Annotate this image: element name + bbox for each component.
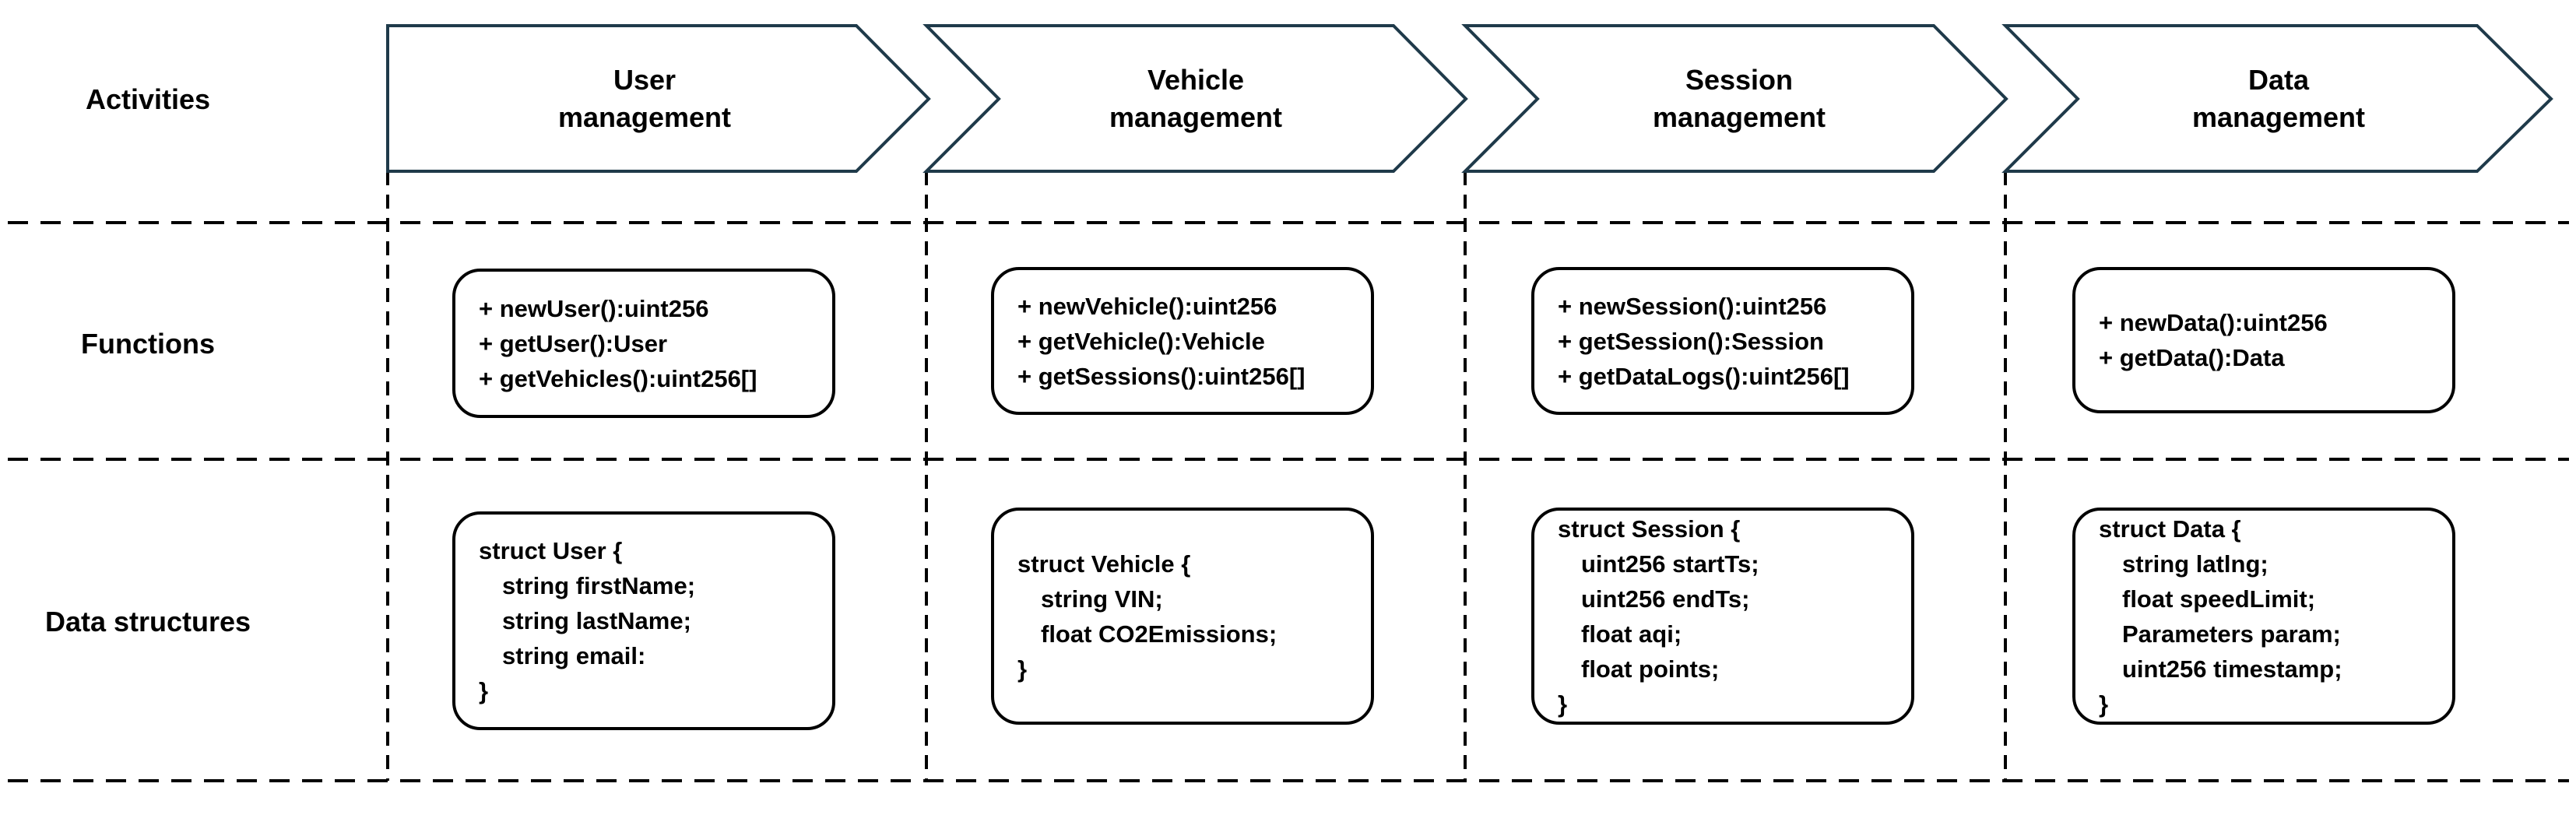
struct-header: struct Data { xyxy=(2099,515,2241,543)
function-line: + newVehicle():uint256 xyxy=(1017,292,1277,320)
row-label-functions: Functions xyxy=(81,328,215,360)
activity-arrow-user xyxy=(386,24,931,173)
struct-close: } xyxy=(2099,690,2109,718)
function-line: + getSession():Session xyxy=(1558,327,1824,355)
struct-field: string firstName; xyxy=(502,572,696,599)
struct-close: } xyxy=(1017,655,1028,683)
activity-session-line1: Session xyxy=(1685,64,1794,96)
struct-box-vehicle: struct Vehicle { string VIN; float CO2Em… xyxy=(991,508,1374,725)
struct-close: } xyxy=(1558,690,1568,718)
activity-user-line2: management xyxy=(557,101,732,133)
struct-field: float points; xyxy=(1581,655,1720,683)
struct-field: string latlng; xyxy=(2122,550,2268,578)
row-label-activities: Activities xyxy=(85,83,211,115)
struct-close: } xyxy=(479,677,489,704)
row-label-data-structures: Data structures xyxy=(44,606,251,638)
function-line: + newSession():uint256 xyxy=(1558,292,1827,320)
activity-user: User management xyxy=(466,61,824,136)
functions-box-session: + newSession():uint256 + getSession():Se… xyxy=(1531,267,1914,415)
struct-field: Parameters param; xyxy=(2122,620,2341,648)
struct-header: struct Session { xyxy=(1558,515,1741,543)
activity-session: Session management xyxy=(1560,61,1918,136)
struct-field: float CO2Emissions; xyxy=(1041,620,1277,648)
struct-field: uint256 timestamp; xyxy=(2122,655,2342,683)
struct-box-data: struct Data { string latlng; float speed… xyxy=(2072,508,2455,725)
functions-box-vehicle: + newVehicle():uint256 + getVehicle():Ve… xyxy=(991,267,1374,415)
function-line: + getSessions():uint256[] xyxy=(1017,362,1306,390)
functions-box-data: + newData():uint256 + getData():Data xyxy=(2072,267,2455,413)
function-line: + getData():Data xyxy=(2099,344,2285,371)
activity-vehicle-line2: management xyxy=(1109,101,1283,133)
struct-field: uint256 endTs; xyxy=(1581,585,1750,613)
struct-field: string VIN; xyxy=(1041,585,1163,613)
struct-field: float aqi; xyxy=(1581,620,1682,648)
struct-box-user: struct User { string firstName; string l… xyxy=(452,511,835,730)
function-line: + getVehicle():Vehicle xyxy=(1017,327,1265,355)
struct-header: struct User { xyxy=(479,537,623,564)
activity-arrow-data xyxy=(2001,24,2553,173)
struct-header: struct Vehicle { xyxy=(1017,550,1191,578)
activity-data: Data management xyxy=(2100,61,2458,136)
activity-arrow-session xyxy=(1461,24,2008,173)
struct-field: string email: xyxy=(502,642,646,669)
function-line: + getVehicles():uint256[] xyxy=(479,364,757,392)
activity-vehicle: Vehicle management xyxy=(1017,61,1375,136)
function-line: + newUser():uint256 xyxy=(479,294,709,322)
struct-field: float speedLimit; xyxy=(2122,585,2316,613)
activity-data-line2: management xyxy=(2191,101,2366,133)
struct-field: string lastName; xyxy=(502,607,691,634)
struct-box-session: struct Session { uint256 startTs; uint25… xyxy=(1531,508,1914,725)
activity-vehicle-line1: Vehicle xyxy=(1147,64,1245,96)
activity-session-line2: management xyxy=(1652,101,1826,133)
function-line: + getDataLogs():uint256[] xyxy=(1558,362,1850,390)
struct-field: uint256 startTs; xyxy=(1581,550,1759,578)
activity-data-line1: Data xyxy=(2247,64,2310,96)
functions-box-user: + newUser():uint256 + getUser():User + g… xyxy=(452,269,835,418)
function-line: + getUser():User xyxy=(479,329,668,357)
activity-arrow-vehicle xyxy=(923,24,1468,173)
function-line: + newData():uint256 xyxy=(2099,309,2328,336)
activity-user-line1: User xyxy=(613,64,677,96)
